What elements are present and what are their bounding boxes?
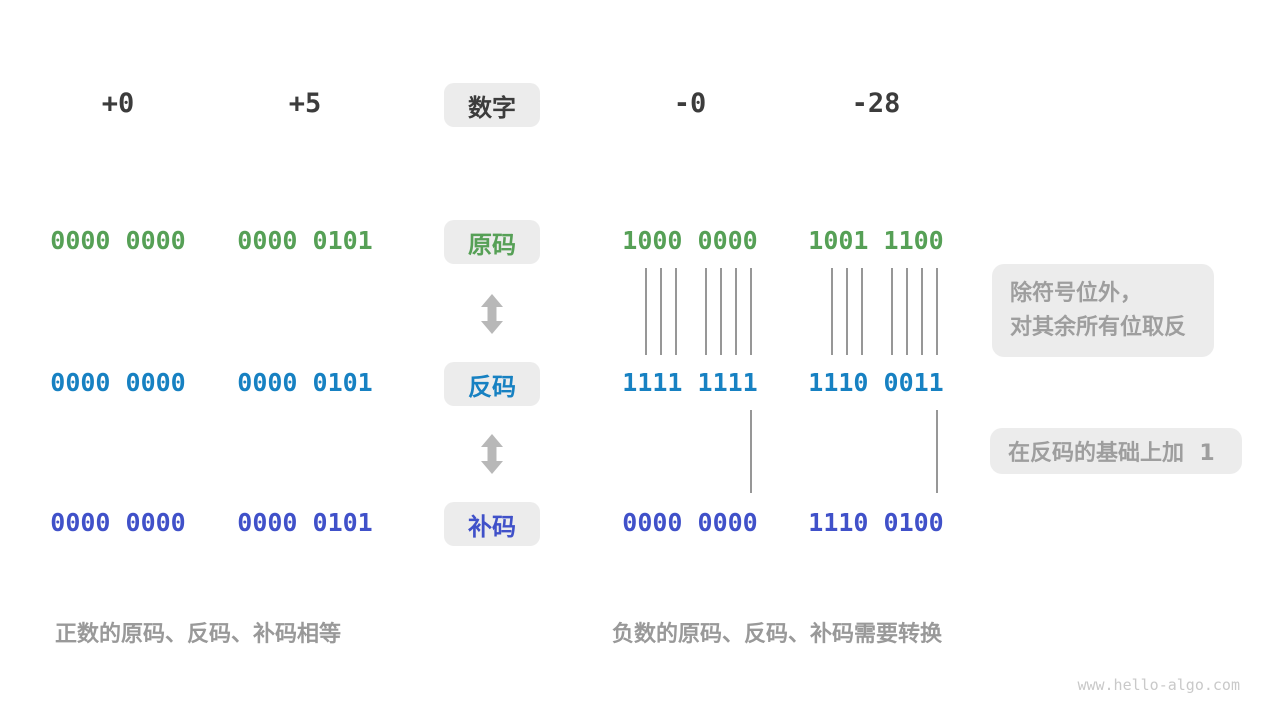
note-invert-bits: 除符号位外， 对其余所有位取反 (992, 264, 1214, 357)
binary-value: 1110 0011 (808, 368, 944, 397)
binary-value: 0000 0000 (50, 508, 186, 537)
bit-line (645, 268, 647, 355)
bit-line (921, 268, 923, 355)
binary-value: 0000 0000 (50, 368, 186, 397)
note-line: 在反码的基础上加 1 (1008, 441, 1215, 466)
bit-line (906, 268, 908, 355)
header-value-minus28: -28 (851, 88, 901, 119)
watermark-url: www.hello-algo.com (1077, 676, 1240, 694)
binary-value: 1001 1100 (808, 226, 944, 255)
label-number: 数字 (444, 83, 540, 127)
bit-line (831, 268, 833, 355)
header-value-plus0: +0 (101, 88, 135, 119)
header-value-plus5: +5 (288, 88, 322, 119)
binary-value: 0000 0101 (237, 368, 373, 397)
header-value-minus0: -0 (673, 88, 707, 119)
bit-line (750, 268, 752, 355)
label-sign-magnitude: 原码 (444, 220, 540, 264)
bit-line (735, 268, 737, 355)
bit-line (861, 268, 863, 355)
label-twos-complement: 补码 (444, 502, 540, 546)
note-add-one: 在反码的基础上加 1 (990, 428, 1242, 474)
bit-line (936, 410, 938, 493)
binary-value: 1000 0000 (622, 226, 758, 255)
note-line: 除符号位外， (1010, 281, 1143, 306)
bit-line (750, 410, 752, 493)
bit-line (936, 268, 938, 355)
bit-line (720, 268, 722, 355)
note-line: 对其余所有位取反 (1010, 315, 1187, 340)
caption-positive-numbers: 正数的原码、反码、补码相等 (55, 622, 342, 647)
label-ones-complement: 反码 (444, 362, 540, 406)
bit-line (846, 268, 848, 355)
binary-value: 0000 0000 (622, 508, 758, 537)
up-down-arrow-icon (477, 294, 507, 334)
binary-value: 1110 0100 (808, 508, 944, 537)
bit-line (891, 268, 893, 355)
bit-line (705, 268, 707, 355)
bit-line (675, 268, 677, 355)
binary-value: 0000 0000 (50, 226, 186, 255)
binary-value: 0000 0101 (237, 226, 373, 255)
binary-value: 0000 0101 (237, 508, 373, 537)
caption-negative-numbers: 负数的原码、反码、补码需要转换 (612, 622, 943, 647)
binary-value: 1111 1111 (622, 368, 758, 397)
up-down-arrow-icon (477, 434, 507, 474)
bit-line (660, 268, 662, 355)
